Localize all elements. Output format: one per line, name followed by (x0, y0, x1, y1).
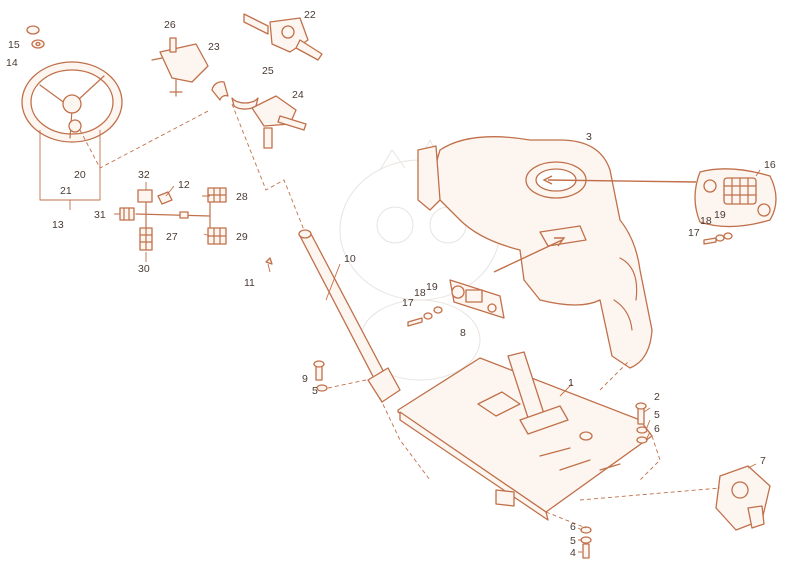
steering-column-10 (298, 229, 401, 403)
callout-5-bottom: 5 (570, 535, 576, 547)
callout-27: 27 (166, 231, 178, 243)
callout-31: 31 (94, 209, 106, 221)
callout-11: 11 (244, 277, 255, 289)
callout-18-right: 18 (700, 215, 712, 227)
callout-3: 3 (586, 131, 592, 143)
callout-5-left: 5 (312, 385, 318, 397)
screw-17-left (407, 317, 423, 327)
washer-19-right (723, 232, 733, 240)
callout-22: 22 (304, 9, 316, 21)
connector-28 (207, 187, 227, 203)
callout-6-right: 6 (654, 423, 660, 435)
steering-wheel (21, 61, 123, 143)
callout-30: 30 (138, 263, 150, 275)
washer-5-left (316, 384, 328, 392)
washer-18-left (423, 312, 433, 320)
washer-5-right (636, 426, 648, 434)
washer-15 (26, 25, 40, 35)
multi-switch-22 (243, 13, 323, 61)
callout-19-right: 19 (714, 209, 726, 221)
connector-30 (139, 227, 153, 251)
callout-17-left: 17 (402, 297, 414, 309)
bolt-9 (313, 360, 325, 381)
connector-32 (137, 189, 153, 203)
callout-26: 26 (164, 19, 176, 31)
callout-29: 29 (236, 231, 248, 243)
callout-7: 7 (760, 455, 766, 467)
callout-2: 2 (654, 391, 660, 403)
callout-6-bottom: 6 (570, 521, 576, 533)
bolt-2 (635, 402, 647, 425)
callout-28: 28 (236, 191, 248, 203)
plug-12 (157, 191, 173, 205)
callout-25: 25 (262, 65, 274, 77)
callout-9: 9 (302, 373, 308, 385)
callout-8: 8 (460, 327, 466, 339)
callout-18-left: 18 (414, 287, 426, 299)
light-switch-24 (251, 95, 307, 149)
screw-26 (169, 37, 177, 53)
washer-18-right (715, 234, 725, 242)
callout-4: 4 (570, 547, 576, 559)
motor-unit-7 (715, 465, 771, 531)
screw-17-right (703, 237, 717, 245)
washer-5-bottom (580, 536, 592, 544)
callout-23: 23 (208, 41, 220, 53)
washer-19-left (433, 306, 443, 314)
combination-switch-23 (151, 43, 209, 97)
instrument-panel-16 (694, 168, 777, 228)
bolt-4 (582, 543, 590, 559)
callout-1: 1 (568, 377, 574, 389)
callout-15: 15 (8, 39, 20, 51)
callout-14: 14 (6, 57, 18, 69)
callouts: 1 2 3 4 5 5 5 6 6 7 8 9 10 11 12 13 14 1… (6, 9, 776, 559)
callout-12: 12 (178, 179, 190, 191)
nut-6-right (636, 436, 648, 444)
callout-17-right: 17 (688, 227, 700, 239)
callout-16: 16 (764, 159, 776, 171)
connector-29 (207, 227, 227, 245)
callout-5-right: 5 (654, 409, 660, 421)
washer-14 (31, 39, 45, 49)
floor-plate-1 (397, 351, 653, 521)
leader-lines (39, 103, 761, 553)
callout-24: 24 (292, 89, 304, 101)
clamp-25 (211, 81, 259, 110)
callout-10: 10 (344, 253, 356, 265)
clip-11 (265, 257, 273, 265)
callout-20: 20 (74, 169, 86, 181)
callout-21: 21 (60, 185, 72, 197)
arrows (493, 175, 697, 273)
connector-31 (119, 207, 135, 221)
callout-32: 32 (138, 169, 150, 181)
indicator-lights-grid (723, 177, 757, 205)
switch-panel-8 (449, 279, 505, 319)
callout-13: 13 (52, 219, 64, 231)
callout-19-left: 19 (426, 281, 438, 293)
